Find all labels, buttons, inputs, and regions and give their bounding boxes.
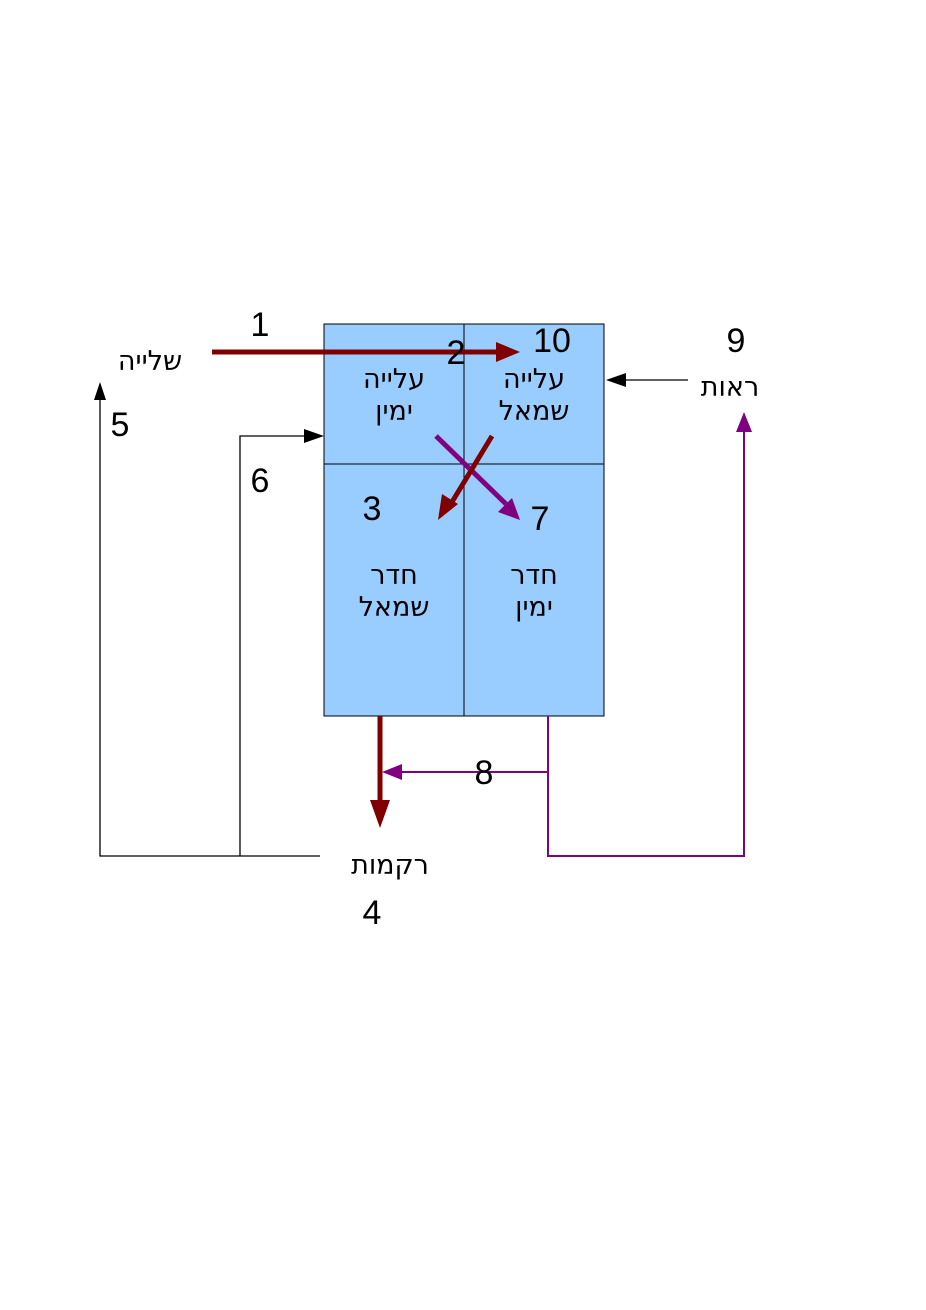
arrow-head-6 bbox=[304, 429, 324, 443]
arrow-head-7 bbox=[498, 498, 520, 520]
line-to-placenta bbox=[99, 384, 320, 857]
line-pulmonary bbox=[547, 430, 745, 857]
outer-labels: שלייה ראות רקמות bbox=[118, 346, 759, 881]
number-7: 7 bbox=[531, 500, 550, 538]
number-3: 3 bbox=[363, 490, 382, 528]
number-10: 10 bbox=[533, 322, 571, 360]
number-4: 4 bbox=[363, 894, 382, 932]
arrow-head-lungs bbox=[736, 412, 752, 432]
arrow-head-9 bbox=[606, 373, 626, 387]
label-placenta: שלייה bbox=[118, 346, 182, 377]
arrow-head-8 bbox=[382, 764, 402, 780]
label-br-2: ימין bbox=[515, 592, 553, 623]
arrow-head-3 bbox=[438, 494, 458, 520]
number-9: 9 bbox=[727, 322, 746, 360]
line-cross-red bbox=[449, 434, 495, 504]
label-tr-2: שמאל bbox=[499, 396, 570, 427]
arrow-head-placenta bbox=[94, 382, 106, 400]
number-8: 8 bbox=[475, 754, 494, 792]
label-bl-1: חדר bbox=[370, 560, 418, 591]
label-tl-1: עלייה bbox=[363, 364, 425, 395]
label-tissues: רקמות bbox=[351, 850, 429, 881]
label-tl-2: ימין bbox=[375, 396, 413, 427]
label-tr-1: עלייה bbox=[503, 364, 565, 395]
line-vena-cava bbox=[239, 435, 306, 856]
label-bl-2: שמאל bbox=[359, 592, 430, 623]
number-1: 1 bbox=[251, 306, 270, 344]
arrow-head-2 bbox=[496, 342, 520, 362]
number-5: 5 bbox=[111, 406, 130, 444]
arrow-head-4 bbox=[370, 800, 390, 828]
cell-right-ventricle bbox=[463, 463, 605, 717]
red-connectors bbox=[212, 342, 520, 828]
purple-connectors bbox=[382, 412, 752, 857]
label-lungs: ראות bbox=[701, 372, 759, 403]
number-6: 6 bbox=[251, 462, 270, 500]
number-2: 2 bbox=[447, 334, 466, 372]
step-numbers: 1 2 10 9 5 6 3 7 8 4 bbox=[111, 306, 746, 932]
chamber-labels: עלייה ימין עלייה שמאל חדר שמאל חדר ימין bbox=[359, 364, 570, 623]
label-br-1: חדר bbox=[510, 560, 558, 591]
black-connectors bbox=[94, 373, 688, 857]
